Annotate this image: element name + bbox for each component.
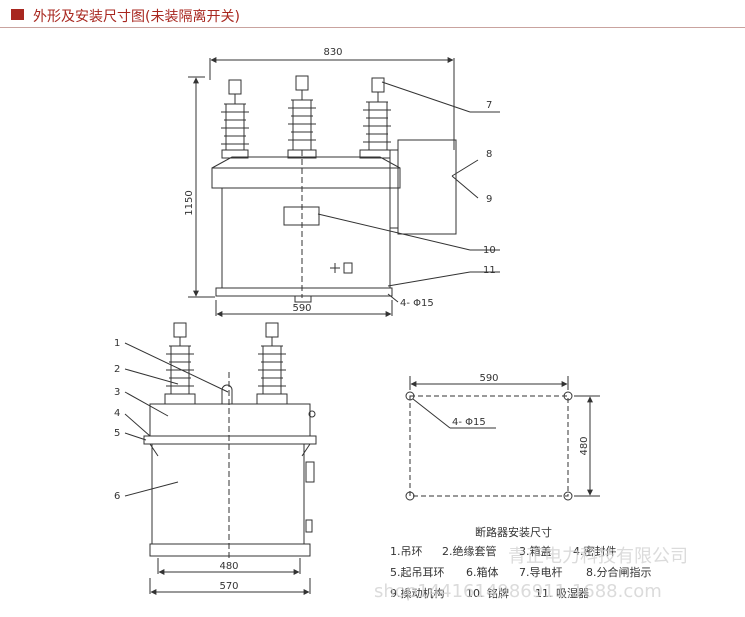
front-bushing-left bbox=[221, 79, 249, 159]
side-outer-dim: 570 bbox=[219, 581, 238, 592]
side-inner-dim: 480 bbox=[219, 561, 238, 572]
page-header: 外形及安装尺寸图(未装隔离开关) bbox=[0, 0, 745, 28]
callout-11: 11 bbox=[483, 265, 496, 276]
plan-width-dim: 590 bbox=[479, 373, 498, 384]
side-view bbox=[124, 322, 317, 595]
callout-1: 1 bbox=[114, 338, 120, 349]
legend-item: 1.吊环 bbox=[390, 545, 423, 558]
legend-item: 7.导电杆 bbox=[519, 565, 563, 579]
parts-legend: 断路器安装尺寸 1.吊环 2.绝缘套管 3.箱盖 4.密封件 5.起吊耳环 6.… bbox=[390, 525, 652, 600]
legend-item: 8.分合闸指示 bbox=[586, 565, 652, 579]
page-title: 外形及安装尺寸图(未装隔离开关) bbox=[33, 9, 240, 25]
front-view bbox=[188, 57, 500, 317]
legend-item: 11. 吸湿器 bbox=[535, 587, 589, 600]
legend-item: 9.操动机构 bbox=[390, 586, 445, 600]
plan-depth-dim: 480 bbox=[579, 436, 590, 455]
mounting-plan bbox=[405, 376, 600, 501]
callout-4: 4 bbox=[114, 408, 120, 419]
front-holes-dim: 4- Φ15 bbox=[400, 298, 434, 309]
side-bushing-left bbox=[164, 322, 196, 405]
legend-item: 4.密封件 bbox=[573, 544, 617, 558]
watermark-company: 青正电力科技有限公司 bbox=[508, 546, 688, 567]
legend-item: 2.绝缘套管 bbox=[442, 544, 497, 558]
callout-3: 3 bbox=[114, 387, 120, 398]
legend-item: 3.箱盖 bbox=[519, 544, 552, 558]
legend-item: 6.箱体 bbox=[466, 565, 499, 579]
callout-2: 2 bbox=[114, 364, 120, 375]
legend-item: 5.起吊耳环 bbox=[390, 566, 445, 579]
header-marker bbox=[11, 9, 24, 20]
callout-10: 10 bbox=[483, 245, 496, 256]
callout-7: 7 bbox=[486, 100, 492, 111]
callout-8: 8 bbox=[486, 149, 492, 160]
side-bushing-right bbox=[256, 322, 288, 405]
callout-5: 5 bbox=[114, 428, 120, 439]
front-height-dim: 1150 bbox=[184, 190, 195, 215]
front-bushing-right bbox=[359, 77, 391, 159]
front-width-dim: 830 bbox=[323, 47, 342, 58]
front-base-dim: 590 bbox=[292, 303, 311, 314]
front-bushing-center bbox=[287, 75, 317, 159]
plan-holes-dim: 4- Φ15 bbox=[452, 417, 486, 428]
header-divider bbox=[0, 27, 745, 28]
legend-item: 10. 铭牌 bbox=[466, 586, 509, 600]
callout-6: 6 bbox=[114, 491, 120, 502]
watermark-url: shop1441614986911.1688.com bbox=[374, 581, 662, 602]
callout-9: 9 bbox=[486, 194, 492, 205]
legend-title: 断路器安装尺寸 bbox=[475, 525, 552, 539]
